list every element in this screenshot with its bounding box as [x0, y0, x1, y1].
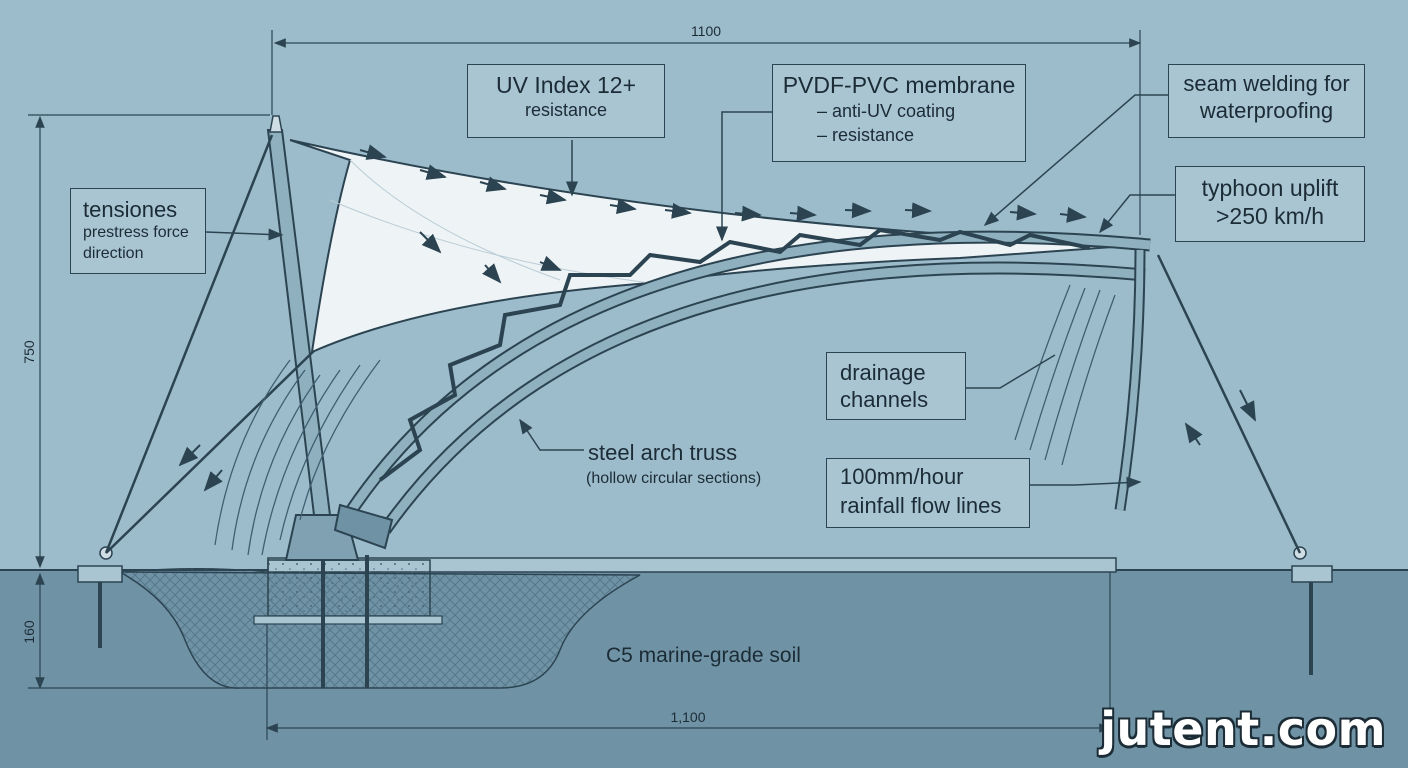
typhoon-line2: >250 km/h	[1215, 203, 1325, 230]
membrane-title: PVDF-PVC membrane	[782, 72, 1016, 98]
uv-index-callout: UV Index 12+ resistance	[467, 64, 665, 138]
left-stay-cable	[105, 344, 321, 554]
tension-line2: prestress force	[83, 224, 189, 242]
dimension-bottom: 1,100	[670, 709, 705, 725]
uv-index-title: UV Index 12+	[495, 72, 636, 98]
rainfall-flow-lines	[214, 284, 1116, 556]
excavation-pit	[119, 571, 641, 689]
seam-welding-callout: seam welding for waterproofing	[1168, 64, 1365, 138]
rainfall-callout: 100mm/hour rainfall flow lines	[826, 458, 1030, 528]
seam-line2: waterproofing	[1199, 98, 1334, 124]
uv-index-sub: resistance	[524, 100, 608, 121]
tension-line1: tensiones	[83, 197, 178, 222]
drainage-line2: channels	[840, 387, 929, 413]
drainage-line1: drainage	[840, 360, 926, 385]
membrane-callout: PVDF-PVC membrane – anti-UV coating – re…	[772, 64, 1026, 162]
typhoon-callout: typhoon uplift >250 km/h	[1175, 166, 1365, 242]
typhoon-line1: typhoon uplift	[1201, 175, 1339, 201]
left-anchor	[77, 546, 123, 648]
soil-label: C5 marine-grade soil	[606, 644, 801, 667]
truss-label: steel arch truss (hollow circular sectio…	[586, 440, 816, 488]
rainfall-line1: 100mm/hour	[840, 464, 964, 489]
dimension-top: 1100	[691, 23, 721, 39]
rainfall-line2: rainfall flow lines	[840, 493, 1002, 519]
right-anchor	[1291, 546, 1333, 675]
dimension-lines	[28, 30, 1142, 740]
tension-callout: tensiones prestress force direction	[70, 188, 206, 274]
truss-line2: (hollow circular sections)	[586, 470, 762, 487]
membrane-line3: – resistance	[817, 125, 915, 146]
dimension-height: 750	[21, 340, 37, 364]
footing-block	[267, 559, 431, 617]
membrane-line2: – anti-UV coating	[817, 101, 956, 122]
steel-arch-truss	[333, 227, 1151, 550]
wind-arrows	[178, 144, 1256, 492]
leader-lines	[205, 94, 1175, 489]
seam-line1: seam welding for	[1183, 71, 1350, 96]
right-guy-cable	[1156, 254, 1302, 554]
membrane	[289, 139, 1141, 354]
truss-line1: steel arch truss	[588, 440, 738, 465]
left-guy-cable	[104, 134, 274, 554]
dimension-depth: 160	[21, 620, 37, 644]
drainage-callout: drainage channels	[826, 352, 966, 420]
watermark-logo: jutent.com	[1100, 702, 1386, 756]
tension-line3: direction	[83, 244, 144, 262]
footing-base	[253, 615, 443, 625]
